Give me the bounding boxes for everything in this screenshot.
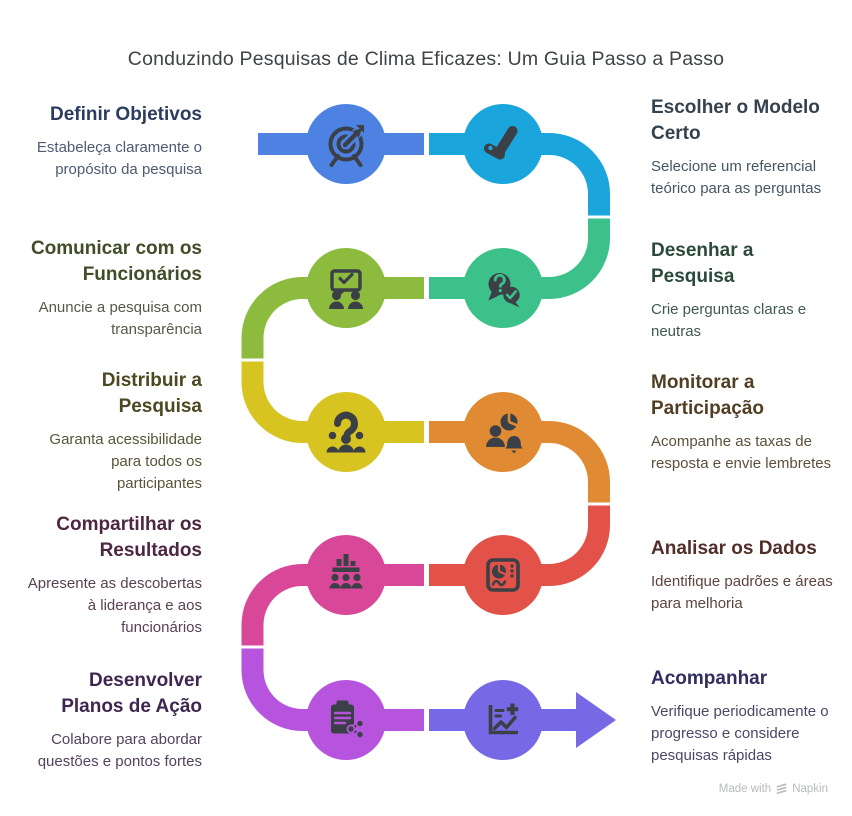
step-heading: Escolher o Modelo Certo bbox=[651, 97, 820, 144]
napkin-credit: Made with Napkin bbox=[719, 782, 828, 795]
step-description: Colabore para abordar questões e pontos … bbox=[37, 731, 202, 770]
step-heading: Desenvolver Planos de Ação bbox=[61, 670, 202, 717]
step-description: Estabeleça claramente o propósito da pes… bbox=[36, 139, 202, 178]
step-description: Anuncie a pesquisa com transparência bbox=[38, 299, 202, 338]
path-segment-6 bbox=[429, 421, 610, 503]
step-text-definir-objetivos: Definir Objetivos Estabeleça claramente … bbox=[26, 102, 202, 181]
step-heading: Monitorar a Participação bbox=[651, 372, 764, 419]
step-node-monitorar-participacao bbox=[463, 392, 543, 472]
bar-chart-audience-icon bbox=[329, 554, 363, 589]
step-text-monitorar-participacao: Monitorar a Participação Acompanhe as ta… bbox=[651, 370, 833, 475]
step-description: Verifique periodicamente o progresso e c… bbox=[651, 703, 829, 764]
target-arrow-icon bbox=[328, 125, 364, 167]
path-segment-7 bbox=[429, 505, 610, 586]
step-description: Identifique padrões e áreas para melhori… bbox=[651, 573, 833, 612]
step-node-acompanhar bbox=[463, 680, 543, 760]
step-heading: Definir Objetivos bbox=[49, 104, 202, 125]
step-text-distribuir-pesquisa: Distribuir a Pesquisa Garanta acessibili… bbox=[26, 368, 202, 495]
step-text-desenvolver-planos: Desenvolver Planos de Ação Colabore para… bbox=[26, 668, 202, 773]
check-stamp-icon bbox=[484, 126, 518, 160]
path-segment-3 bbox=[429, 218, 610, 299]
step-description: Acompanhe as taxas de resposta e envie l… bbox=[651, 433, 832, 472]
step-description: Apresente as descobertas à liderança e a… bbox=[27, 575, 202, 636]
dashboard-chart-icon bbox=[486, 558, 520, 592]
path-segment-5 bbox=[241, 361, 424, 443]
step-node-comunicar-funcionarios bbox=[306, 248, 386, 328]
path-segment-8 bbox=[241, 564, 424, 646]
question-crowd-icon bbox=[326, 411, 366, 453]
step-text-comunicar-funcionarios: Comunicar com os Funcionários Anuncie a … bbox=[26, 236, 202, 341]
step-heading: Acompanhar bbox=[651, 668, 768, 689]
step-heading: Comunicar com os Funcionários bbox=[30, 238, 202, 285]
arrow-head bbox=[576, 692, 616, 748]
step-heading: Compartilhar os Resultados bbox=[56, 514, 202, 561]
napkin-logo-icon bbox=[776, 783, 787, 794]
snake-path bbox=[241, 133, 610, 731]
pie-person-bell-icon bbox=[486, 412, 523, 454]
step-text-analisar-dados: Analisar os Dados Identifique padrões e … bbox=[651, 536, 833, 615]
step-description: Crie perguntas claras e neutras bbox=[651, 301, 807, 340]
step-text-escolher-modelo: Escolher o Modelo Certo Selecione um ref… bbox=[651, 95, 833, 200]
step-heading: Desenhar a Pesquisa bbox=[651, 240, 754, 287]
brand-label: Napkin bbox=[792, 782, 828, 795]
step-description: Selecione um referencial teórico para as… bbox=[651, 158, 822, 197]
path-segment-9 bbox=[241, 648, 424, 731]
made-with-label: Made with bbox=[718, 782, 772, 795]
step-text-desenhar-pesquisa: Desenhar a Pesquisa Crie perguntas clara… bbox=[651, 238, 833, 343]
step-description: Garanta acessibilidade para todos os par… bbox=[49, 431, 202, 492]
question-check-bubbles-icon bbox=[488, 273, 520, 308]
chart-plus-icon bbox=[488, 703, 519, 735]
path-segment-4 bbox=[241, 277, 424, 359]
step-heading: Distribuir a Pesquisa bbox=[101, 370, 202, 417]
step-text-acompanhar: Acompanhar Verifique periodicamente o pr… bbox=[651, 666, 833, 767]
announcement-people-icon bbox=[329, 269, 363, 309]
step-heading: Analisar os Dados bbox=[651, 538, 817, 559]
path-segment-2 bbox=[429, 133, 610, 216]
step-text-compartilhar-resultados: Compartilhar os Resultados Apresente as … bbox=[26, 512, 202, 639]
clipboard-share-icon bbox=[331, 700, 365, 739]
page-title: Conduzindo Pesquisas de Clima Eficazes: … bbox=[127, 48, 725, 70]
